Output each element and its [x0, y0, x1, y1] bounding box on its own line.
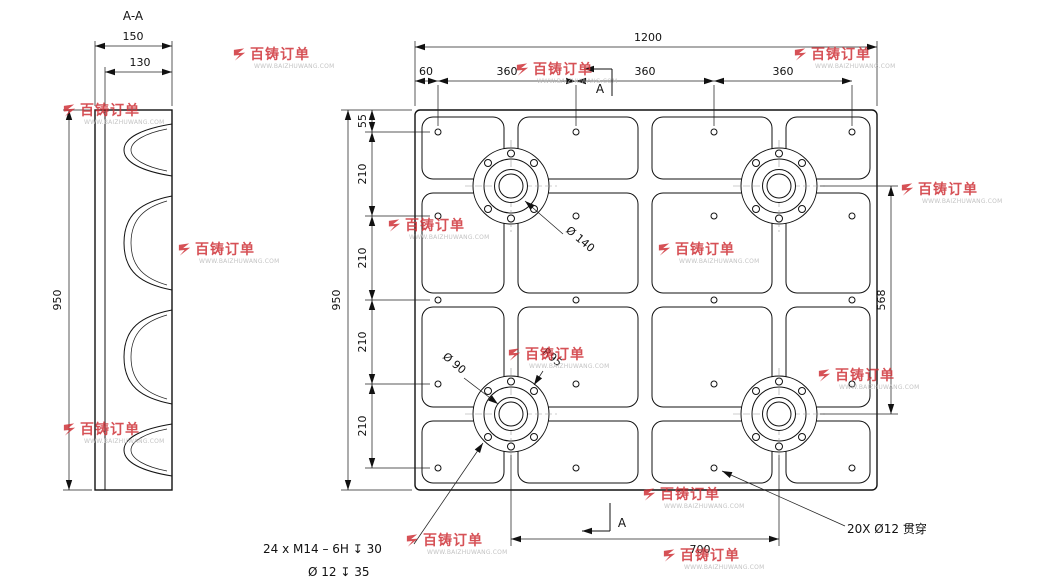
through-hole: [710, 212, 718, 220]
tapped-hole: [775, 377, 783, 386]
pocket: [517, 192, 639, 294]
tapped-hole: [484, 387, 492, 395]
through-hole: [710, 128, 718, 136]
tapped-hole: [775, 149, 783, 158]
through-hole: [572, 212, 580, 220]
through-hole: [710, 296, 718, 304]
through-hole: [848, 464, 856, 472]
tapped-hole: [798, 205, 806, 213]
tapped-hole: [752, 387, 760, 395]
tapped-hole: [484, 433, 492, 441]
note-tapped-holes: 24 x M14 – 6H ↧ 30: [263, 542, 382, 556]
through-hole: [434, 380, 442, 388]
through-hole: [572, 296, 580, 304]
plan-view: 1200 60 360 360 360: [263, 31, 927, 579]
notes: 24 x M14 – 6H ↧ 30 Ø 12 ↧ 35 20X Ø12 贯穿: [263, 442, 927, 579]
label-boss-bore-dia: Ø 90: [440, 350, 468, 377]
pocket: [785, 306, 871, 408]
tapped-hole: [775, 214, 783, 223]
section-view: A-A 150 130 950: [51, 9, 173, 491]
pocket: [785, 192, 871, 294]
through-hole: [848, 212, 856, 220]
pocket: [421, 192, 505, 294]
pocket: [421, 116, 505, 180]
pocket: [785, 420, 871, 484]
dim-boss-row-spacing: 568: [875, 290, 888, 311]
tapped-hole: [752, 159, 760, 167]
plan-dimensions: 1200 60 360 360 360: [330, 31, 898, 556]
section-pockets: [123, 123, 173, 477]
dim-width-inner: 130: [130, 56, 151, 69]
tapped-hole: [798, 433, 806, 441]
plan-bosses: [465, 140, 825, 460]
dim-total-height: 950: [330, 290, 343, 311]
pocket: [651, 116, 773, 180]
tapped-hole: [798, 387, 806, 395]
dim-row-pitch-2: 210: [356, 248, 369, 269]
pocket: [651, 306, 773, 408]
tapped-hole: [530, 387, 538, 395]
label-corner-radius: R95: [540, 345, 565, 369]
dim-col-offset: 60: [419, 65, 433, 78]
tapped-hole: [752, 205, 760, 213]
section-cut-marks: A A: [582, 65, 627, 535]
tapped-hole: [507, 214, 515, 223]
section-arrow-label-top: A: [596, 82, 605, 96]
dim-width-outer: 150: [123, 30, 144, 43]
pocket: [421, 306, 505, 408]
boss: [733, 140, 825, 232]
through-hole: [572, 464, 580, 472]
through-hole: [434, 296, 442, 304]
plan-holes: [434, 128, 856, 472]
section-title: A-A: [123, 9, 144, 23]
tapped-hole: [530, 159, 538, 167]
dim-col-pitch-3: 360: [773, 65, 794, 78]
dim-col-pitch-1: 360: [497, 65, 518, 78]
through-hole: [710, 464, 718, 472]
section-arrow-label-bottom: A: [618, 516, 627, 530]
tapped-hole: [507, 377, 515, 386]
tapped-hole: [507, 149, 515, 158]
boss: [465, 368, 557, 460]
through-hole: [848, 128, 856, 136]
through-hole: [848, 296, 856, 304]
tapped-hole: [775, 442, 783, 451]
tapped-hole: [798, 159, 806, 167]
through-hole: [572, 128, 580, 136]
through-hole: [434, 212, 442, 220]
boss: [733, 368, 825, 460]
through-hole: [434, 464, 442, 472]
through-hole: [710, 380, 718, 388]
dim-row-pitch-1: 210: [356, 164, 369, 185]
label-boss-outer-dia: Ø 140: [563, 224, 597, 255]
boss: [465, 140, 557, 232]
section-dimensions: A-A 150 130 950: [51, 9, 173, 491]
dim-height-section: 950: [51, 290, 64, 311]
through-hole: [848, 380, 856, 388]
dim-row-pitch-4: 210: [356, 416, 369, 437]
pocket: [517, 420, 639, 484]
note-pilot-hole: Ø 12 ↧ 35: [308, 565, 369, 579]
dim-col-pitch-2: 360: [635, 65, 656, 78]
dim-total-width: 1200: [634, 31, 662, 44]
plan-pockets: [421, 116, 871, 484]
pocket: [651, 192, 773, 294]
pocket: [785, 116, 871, 180]
pocket: [517, 116, 639, 180]
tapped-hole: [484, 205, 492, 213]
through-hole: [572, 380, 580, 388]
dim-row-offset: 55: [356, 114, 369, 128]
tapped-hole: [752, 433, 760, 441]
section-outline: [94, 109, 173, 491]
tapped-hole: [507, 442, 515, 451]
dim-row-pitch-3: 210: [356, 332, 369, 353]
note-through-holes: 20X Ø12 贯穿: [847, 521, 927, 536]
tapped-hole: [530, 433, 538, 441]
tapped-hole: [484, 159, 492, 167]
pocket: [651, 420, 773, 484]
dim-boss-col-spacing: 700: [690, 543, 711, 556]
pocket: [421, 420, 505, 484]
through-hole: [434, 128, 442, 136]
